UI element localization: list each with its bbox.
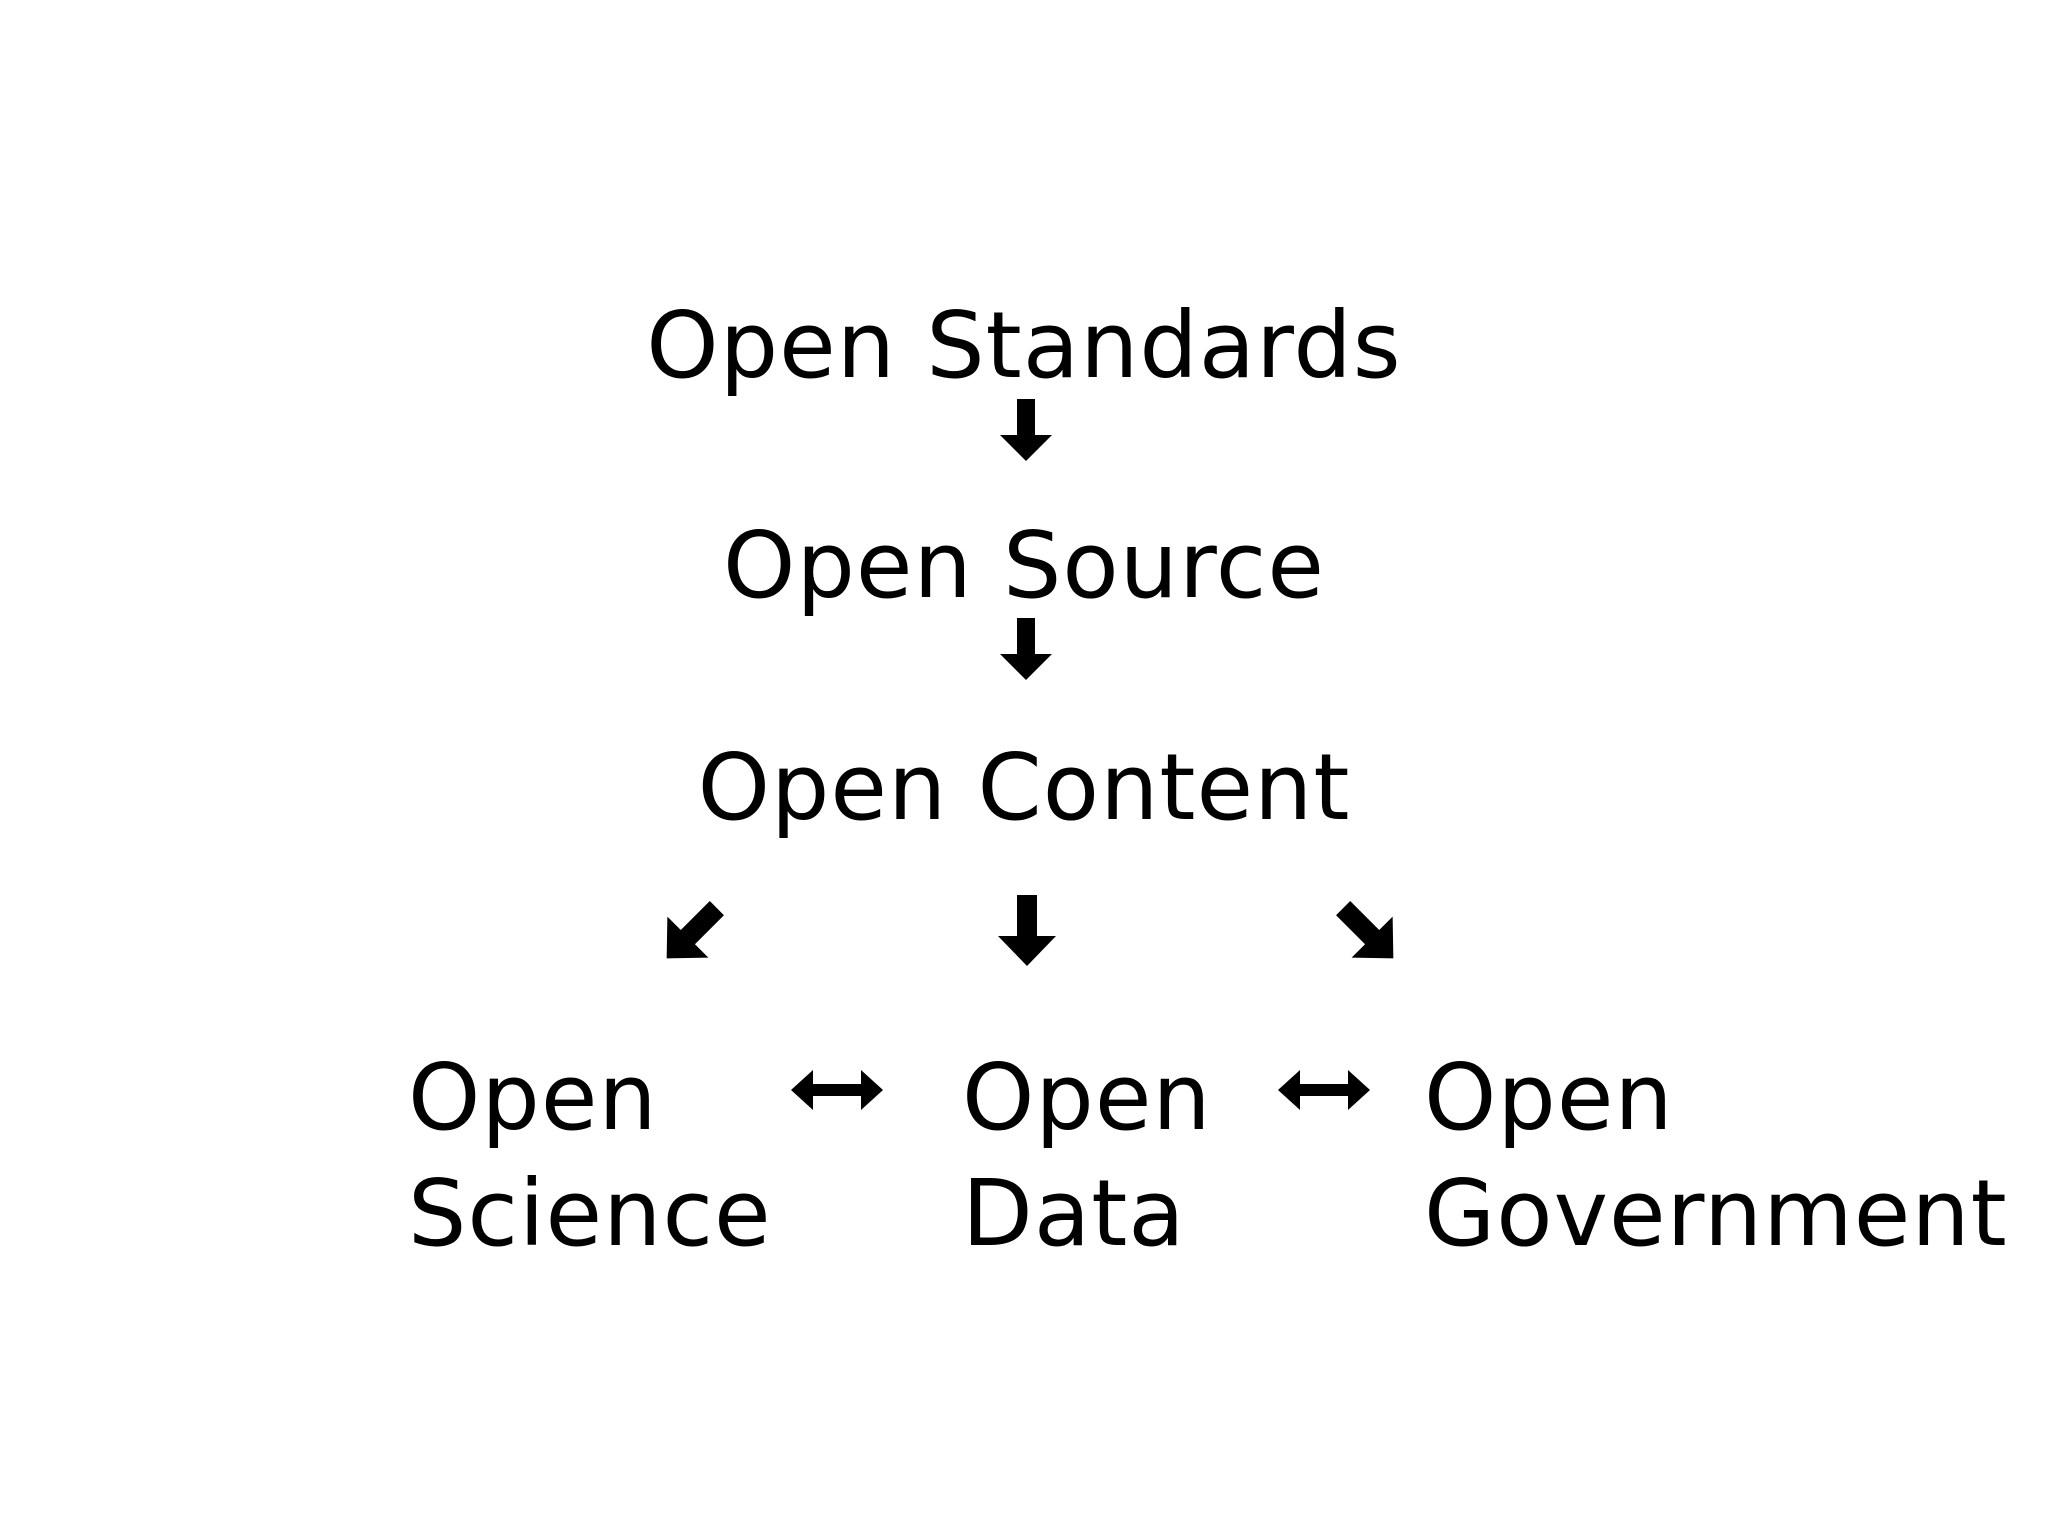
arrow-standards-to-source-icon bbox=[1000, 399, 1052, 461]
node-open-content: Open Content bbox=[697, 734, 1351, 841]
arrow-content-to-data-icon bbox=[998, 895, 1056, 966]
node-open-data-line1: Open bbox=[962, 1044, 1212, 1151]
node-open-science-line1: Open bbox=[408, 1044, 658, 1151]
node-open-government-line2: Government bbox=[1424, 1160, 2008, 1267]
node-open-standards: Open Standards bbox=[646, 292, 1402, 399]
node-open-government-line1: Open bbox=[1424, 1044, 1674, 1151]
node-open-data-line2: Data bbox=[962, 1160, 1186, 1267]
node-open-science-line2: Science bbox=[408, 1160, 772, 1267]
node-open-data: Open Data bbox=[962, 1040, 1212, 1272]
arrow-content-to-government-icon bbox=[1322, 887, 1414, 979]
arrow-content-to-science-icon bbox=[646, 887, 738, 979]
arrow-data-government-bidirectional-icon bbox=[1278, 1070, 1370, 1110]
arrow-source-to-content-icon bbox=[1000, 618, 1052, 680]
node-open-science: Open Science bbox=[408, 1040, 772, 1272]
arrow-science-data-bidirectional-icon bbox=[791, 1070, 883, 1110]
node-open-source: Open Source bbox=[723, 512, 1325, 619]
node-open-government: Open Government bbox=[1424, 1040, 2008, 1272]
